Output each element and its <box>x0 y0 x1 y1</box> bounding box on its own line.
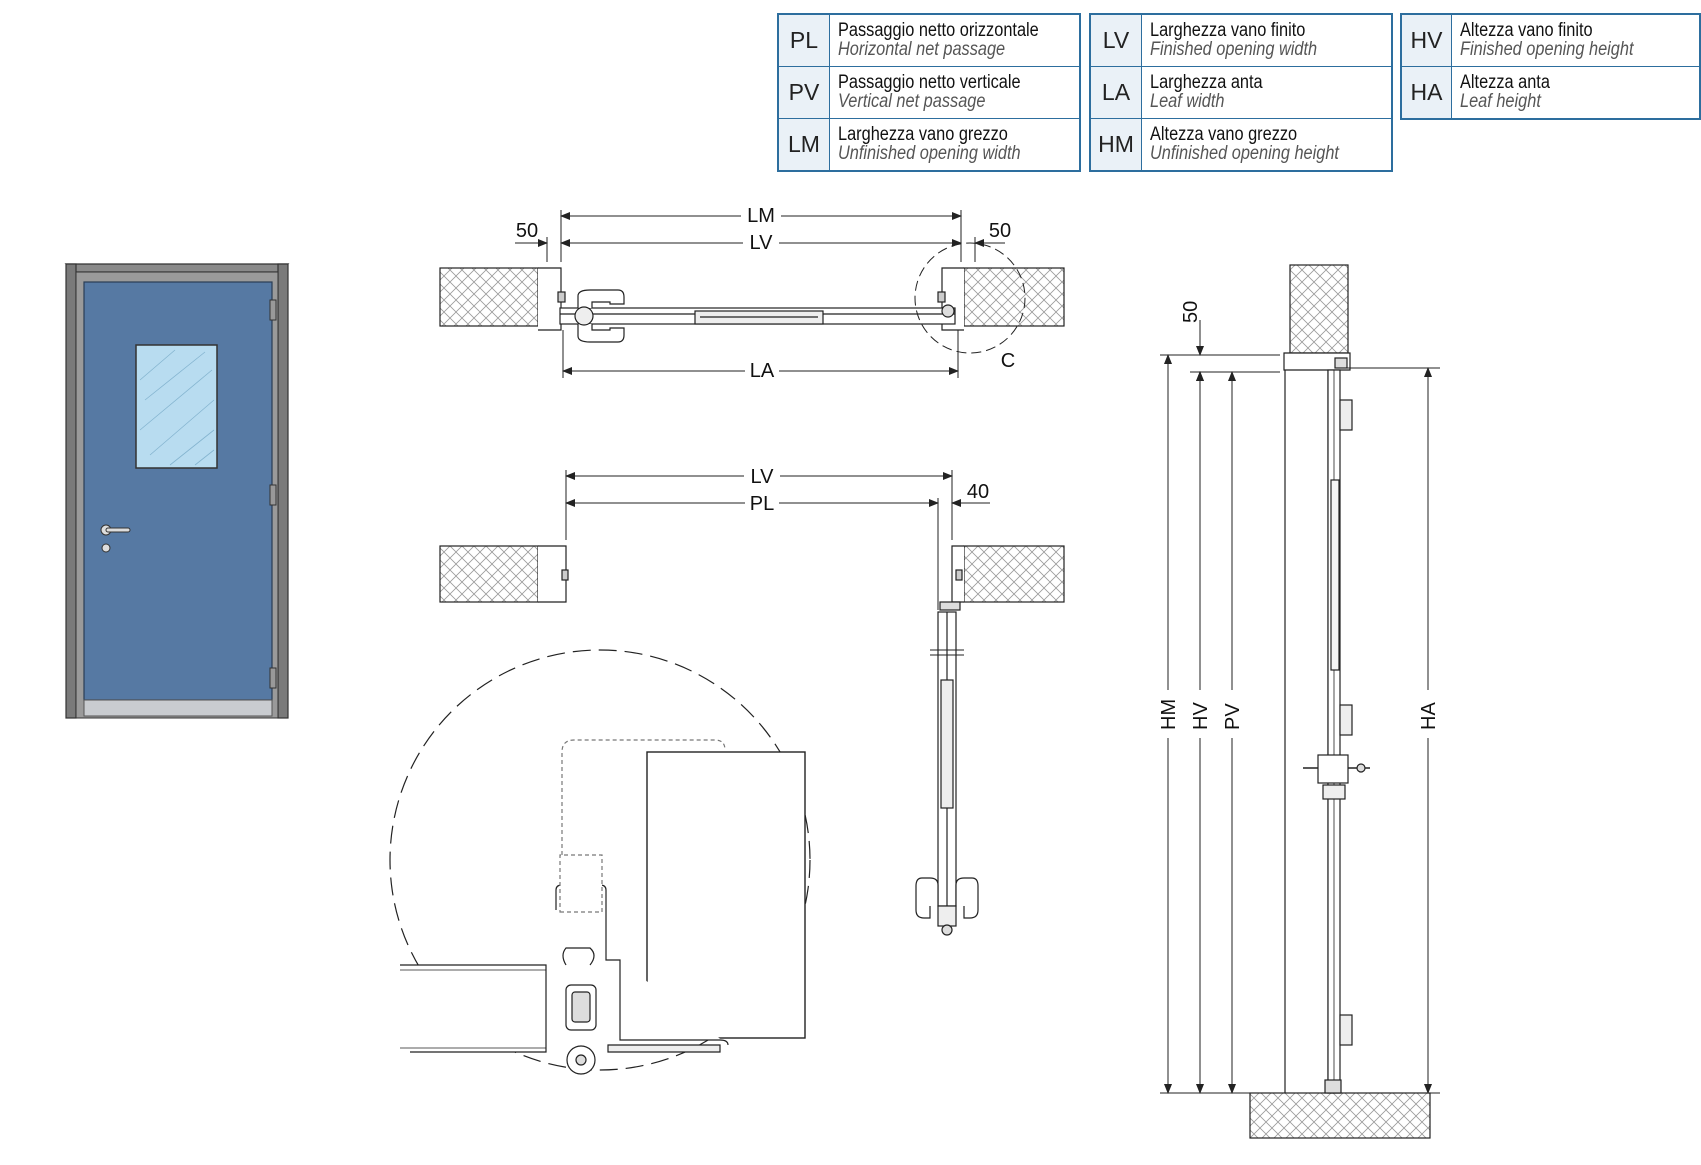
plan-view-closed <box>439 242 1065 354</box>
legend-code: LM <box>777 118 830 172</box>
legend-code: HM <box>1089 118 1142 172</box>
plan-view-open <box>439 545 1065 936</box>
dim-open-offset: 40 <box>967 481 989 503</box>
door-handle <box>105 527 131 533</box>
dim-top-offset: 50 <box>1180 301 1202 323</box>
keyhole <box>101 543 111 553</box>
dim-pv-label: PV <box>1222 703 1244 730</box>
dim-right-offset: 50 <box>989 220 1011 242</box>
label-bg <box>744 464 780 488</box>
label-bg <box>1155 690 1181 738</box>
dim-lm-label: LM <box>747 205 775 227</box>
label-bg <box>1415 690 1441 738</box>
label-bg <box>745 358 779 382</box>
dim-hv-label: HV <box>1190 702 1212 730</box>
label-bg <box>1219 690 1245 738</box>
dim-hm-label: HM <box>1158 699 1180 730</box>
legend-code: PL <box>777 13 830 67</box>
door-illustration <box>64 263 290 719</box>
label-bg <box>741 203 781 227</box>
dim-la-label: LA <box>750 360 775 382</box>
detail-c-view <box>389 649 811 1075</box>
legend-code: PV <box>777 66 830 119</box>
legend-code: HV <box>1400 13 1453 67</box>
kick-plate <box>83 699 273 717</box>
label-bg <box>1187 690 1213 738</box>
vision-glass <box>135 344 218 469</box>
dim-lv-open-label: LV <box>751 466 775 488</box>
detail-c-label: C <box>1001 350 1015 372</box>
side-section <box>1249 264 1431 1139</box>
legend-code: LV <box>1089 13 1142 67</box>
label-bg <box>743 230 779 254</box>
dim-pl-label: PL <box>750 493 774 515</box>
label-bg <box>745 491 779 515</box>
dim-ha-label: HA <box>1418 702 1440 730</box>
dim-left-offset: 50 <box>516 220 538 242</box>
dim-lv-label: LV <box>750 232 774 254</box>
legend-code: HA <box>1400 66 1453 120</box>
